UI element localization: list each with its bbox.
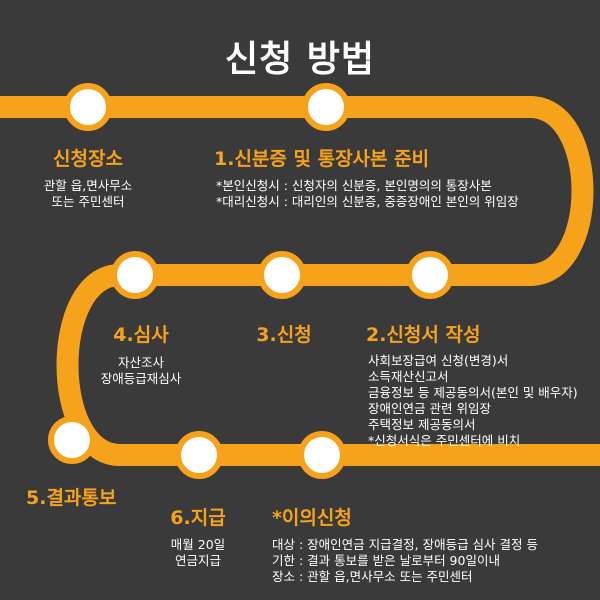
step-desc-prepare-documents: *본인신청시 : 신청자의 신분증, 본인명의의 통장사본 *대리신청시 : 대… [216, 178, 519, 210]
step-label-objection: *이의신청 [272, 507, 352, 529]
step-node [258, 251, 306, 299]
step-node [406, 251, 454, 299]
desc-line: 연금지급 [174, 553, 221, 568]
step-node [111, 251, 159, 299]
desc-line: 장애인연금 관련 위임장 [368, 401, 491, 416]
desc-line: *본인신청시 : 신청자의 신분증, 본인명의의 통장사본 [216, 178, 492, 193]
step-desc-objection: 대상 : 장애인연금 지급결정, 장애등급 심사 결정 등 기한 : 결과 통보… [272, 537, 538, 585]
step-label-prepare-documents: 1.신분증 및 통장사본 준비 [214, 148, 430, 170]
desc-line: 장소 : 관할 읍,면사무소 또는 주민센터 [272, 569, 473, 584]
step-node [48, 416, 96, 464]
step-desc-review: 자산조사 장애등급재심사 [76, 355, 206, 387]
step-label-payment: 6.지급 [170, 507, 226, 529]
step-desc-write-application: 사회보장급여 신청(변경)서 소득재산신고서 금융정보 등 제공동의서(본인 및… [368, 353, 578, 449]
step-label-apply: 3.신청 [256, 324, 312, 346]
desc-line: 장애등급재심사 [100, 371, 182, 386]
desc-line: 기한 : 결과 통보를 받은 날로부터 90일이내 [272, 553, 500, 568]
step-label-result-notice: 5.결과통보 [26, 487, 117, 509]
desc-line: 관할 읍,면사무소 [43, 178, 133, 193]
desc-line: *대리신청시 : 대리인의 신분증, 중증장애인 본인의 위임장 [216, 194, 519, 209]
desc-line: *신청서식은 주민센터에 비치 [368, 433, 521, 448]
desc-line: 또는 주민센터 [51, 194, 125, 209]
desc-line: 사회보장급여 신청(변경)서 [368, 353, 509, 368]
desc-line: 금융정보 등 제공동의서(본인 및 배우자) [368, 385, 578, 400]
desc-line: 자산조사 [117, 355, 164, 370]
step-label-review: 4.심사 [113, 324, 169, 346]
step-node [302, 83, 350, 131]
desc-line: 매월 20일 [170, 537, 226, 552]
step-node [175, 431, 223, 479]
step-label-application-place: 신청장소 [53, 148, 123, 170]
desc-line: 대상 : 장애인연금 지급결정, 장애등급 심사 결정 등 [272, 537, 538, 552]
page-title: 신청 방법 [224, 39, 375, 80]
desc-line: 주택정보 제공동의서 [368, 417, 476, 432]
step-label-write-application: 2.신청서 작성 [366, 324, 481, 346]
desc-line: 소득재산신고서 [368, 369, 449, 384]
step-node [64, 83, 112, 131]
step-desc-application-place: 관할 읍,면사무소 또는 주민센터 [22, 178, 154, 210]
step-desc-payment: 매월 20일 연금지급 [148, 537, 248, 569]
step-node [298, 431, 346, 479]
